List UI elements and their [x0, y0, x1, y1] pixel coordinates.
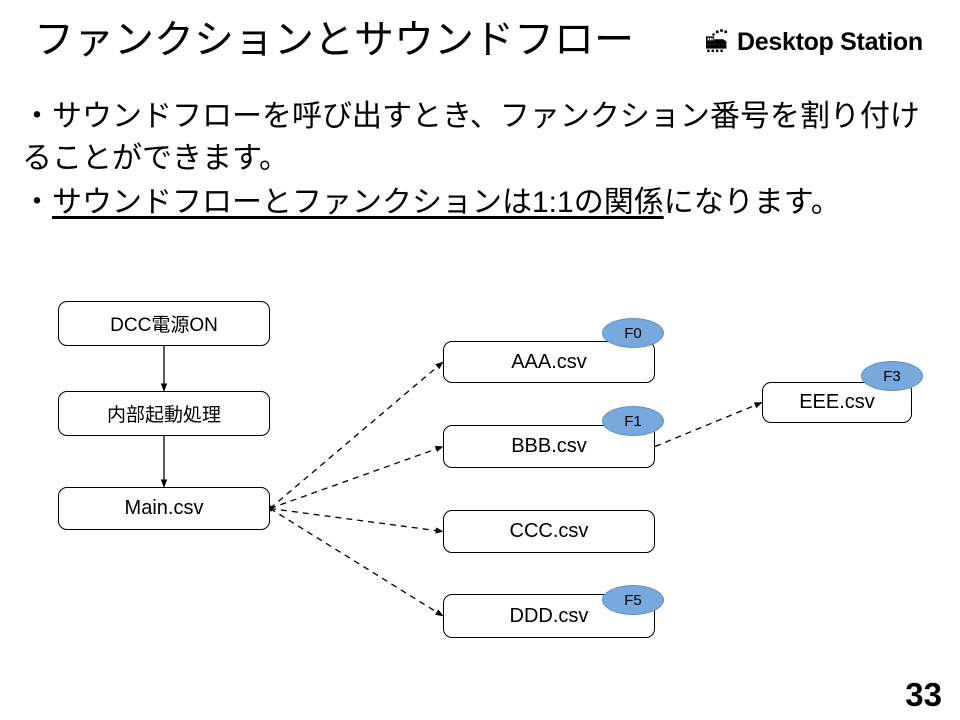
- page-number: 33: [905, 676, 942, 713]
- badge-label: F5: [624, 591, 642, 609]
- node-label: BBB.csv: [511, 435, 587, 457]
- bullet-2-suffix: になります。: [663, 186, 841, 219]
- badge-f0[interactable]: F0: [602, 318, 664, 348]
- badge-label: F0: [624, 324, 642, 342]
- node-ccc-csv[interactable]: CCC.csv: [443, 510, 655, 553]
- badge-f5[interactable]: F5: [602, 585, 664, 615]
- node-label: 内部起動処理: [106, 405, 221, 426]
- node-internal-boot[interactable]: 内部起動処理: [58, 391, 270, 436]
- node-label: AAA.csv: [511, 350, 587, 373]
- node-label: DCC電源ON: [110, 315, 218, 336]
- locomotive-icon: [706, 29, 727, 52]
- brand-logo: Desktop Station: [703, 27, 923, 57]
- bullet-2-underlined: サウンドフローとファンクションは1:1の関係: [52, 186, 664, 219]
- node-dcc-power-on[interactable]: DCC電源ON: [58, 301, 270, 346]
- node-label: EEE.csv: [799, 391, 875, 413]
- node-label: Main.csv: [124, 497, 204, 519]
- edge-main-to-ddd: [263, 504, 444, 617]
- badge-f3[interactable]: F3: [861, 361, 923, 391]
- badge-label: F1: [624, 412, 642, 430]
- bullet-line-2: ・サウンドフローとファンクションは1:1の関係になります。: [22, 182, 947, 224]
- badge-label: F3: [883, 367, 901, 385]
- node-main-csv[interactable]: Main.csv: [58, 487, 270, 530]
- node-aaa-csv[interactable]: AAA.csv: [443, 341, 655, 383]
- edge-main-to-aaa: [264, 361, 444, 514]
- badge-f1[interactable]: F1: [602, 406, 664, 436]
- edge-main-to-bbb: [262, 445, 444, 512]
- bullet-line-1: ・サウンドフローを呼び出すとき、ファンクション番号を割り付けることができます。: [22, 100, 920, 175]
- brand-name: Desktop Station: [737, 28, 923, 56]
- edge-bbb-to-eee: [654, 401, 763, 448]
- page-title: ファンクションとサウンドフロー: [34, 18, 634, 62]
- edge-main-to-ccc: [262, 505, 444, 534]
- node-label: DDD.csv: [509, 604, 589, 627]
- node-label: CCC.csv: [509, 520, 589, 542]
- bullet-2-prefix: ・: [22, 186, 52, 219]
